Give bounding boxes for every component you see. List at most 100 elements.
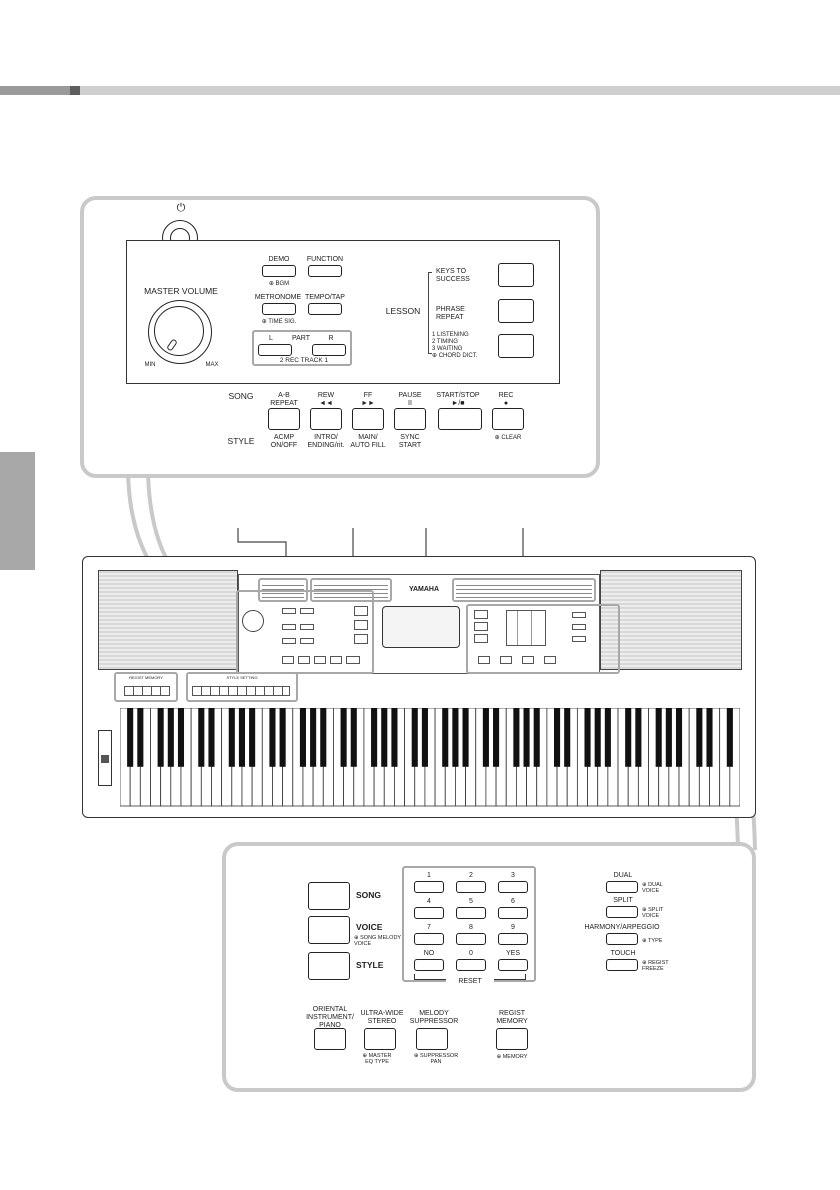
mini-button xyxy=(572,624,586,630)
number-button[interactable] xyxy=(414,907,444,919)
mini-transport-button xyxy=(282,656,294,664)
harmony-label: HARMONY/ARPEGGIO xyxy=(584,924,660,931)
number-button[interactable] xyxy=(498,881,528,893)
black-key xyxy=(564,708,571,767)
ultra-button[interactable] xyxy=(364,1028,396,1050)
harmony-button[interactable] xyxy=(606,933,638,945)
number-button[interactable] xyxy=(456,959,486,971)
number-button[interactable] xyxy=(414,881,444,893)
rew-button[interactable] xyxy=(310,408,342,430)
tempo-tap-button[interactable] xyxy=(308,303,342,315)
black-key xyxy=(310,708,317,767)
style-setting-highlight xyxy=(186,672,298,702)
number-label: 9 xyxy=(511,924,515,931)
part-l-button[interactable] xyxy=(258,344,292,356)
voice-mode-label: VOICE xyxy=(356,922,383,932)
start-stop-button[interactable] xyxy=(438,408,482,430)
part-label: PART xyxy=(291,335,311,342)
number-label: 5 xyxy=(469,898,473,905)
function-label: FUNCTION xyxy=(306,256,344,263)
power-label: ⏻ xyxy=(176,202,186,214)
black-key xyxy=(696,708,703,767)
number-button[interactable] xyxy=(498,933,528,945)
number-button[interactable] xyxy=(414,933,444,945)
regist-memory-button[interactable] xyxy=(496,1028,528,1050)
black-key xyxy=(350,708,357,767)
demo-sub-label: ⊕ BGM xyxy=(268,281,290,287)
reset-label: RESET xyxy=(446,978,494,986)
lcd-display xyxy=(382,606,460,648)
regist-sub-label: ⊕ MEMORY xyxy=(496,1054,528,1060)
song-mode-button[interactable] xyxy=(308,882,350,910)
black-key xyxy=(493,708,500,767)
pitch-bend-wheel xyxy=(98,730,112,786)
mini-button xyxy=(300,638,314,644)
metronome-button[interactable] xyxy=(262,303,296,315)
split-button[interactable] xyxy=(606,906,638,918)
phrase-repeat-button[interactable] xyxy=(498,299,534,323)
number-button[interactable] xyxy=(456,881,486,893)
part-r-button[interactable] xyxy=(312,344,346,356)
function-button[interactable] xyxy=(308,265,342,277)
mini-button xyxy=(300,624,314,630)
black-key xyxy=(513,708,520,767)
dual-button[interactable] xyxy=(606,881,638,893)
left-panel-highlight xyxy=(236,590,374,674)
style-mode-button[interactable] xyxy=(308,952,350,980)
oriental-button[interactable] xyxy=(314,1028,346,1050)
pause-button[interactable] xyxy=(394,408,426,430)
black-key xyxy=(157,708,164,767)
number-label: 6 xyxy=(511,898,515,905)
rew-label: REW ◄◄ xyxy=(317,392,335,407)
mini-button xyxy=(572,612,586,618)
ab-repeat-button[interactable] xyxy=(268,408,300,430)
black-key xyxy=(675,708,683,767)
voice-list-highlight xyxy=(452,578,596,602)
number-label: 3 xyxy=(511,872,515,879)
lesson-listening-button[interactable] xyxy=(498,334,534,358)
mini-style-setting-buttons xyxy=(192,686,290,696)
black-key xyxy=(421,708,428,767)
rec-label: REC ● xyxy=(498,392,514,407)
rec-button[interactable] xyxy=(492,408,524,430)
master-volume-knob[interactable] xyxy=(148,300,212,364)
black-key xyxy=(320,708,327,767)
dual-sub-label: ⊕ DUAL VOICE xyxy=(642,882,663,894)
split-sub-label: ⊕ SPLIT VOICE xyxy=(642,907,664,919)
melody-label: MELODY SUPPRESSOR xyxy=(409,1010,459,1025)
mini-lesson-button xyxy=(354,620,368,630)
harmony-sub-label: ⊕ TYPE xyxy=(642,938,663,944)
demo-button[interactable] xyxy=(262,265,296,277)
lesson-bracket xyxy=(428,272,432,354)
black-key xyxy=(706,708,713,767)
mini-mode-button xyxy=(474,634,488,643)
black-key xyxy=(127,708,134,767)
mini-transport-button xyxy=(314,656,326,664)
black-key xyxy=(269,708,276,767)
black-key xyxy=(726,708,733,767)
melody-button[interactable] xyxy=(416,1028,448,1050)
melody-sub-label: ⊕ SUPPRESSOR PAN xyxy=(413,1053,459,1065)
black-key xyxy=(208,708,215,767)
number-button[interactable] xyxy=(456,933,486,945)
number-label: 8 xyxy=(469,924,473,931)
number-button[interactable] xyxy=(456,907,486,919)
dual-label: DUAL xyxy=(613,872,633,879)
black-key xyxy=(533,708,540,767)
header-rule-marker xyxy=(70,86,80,95)
mini-regist-buttons xyxy=(124,686,170,696)
song-row-label: SONG xyxy=(228,391,254,401)
touch-button[interactable] xyxy=(606,959,638,971)
number-button[interactable] xyxy=(498,907,528,919)
keys-to-success-button[interactable] xyxy=(498,263,534,287)
number-button[interactable] xyxy=(414,959,444,971)
number-label: 2 xyxy=(469,872,473,879)
black-key xyxy=(391,708,398,767)
voice-mode-button[interactable] xyxy=(308,916,350,944)
style-row-label: STYLE xyxy=(227,436,255,446)
piano-keys xyxy=(120,708,740,807)
metronome-sub-label: ⊕ TIME SIG. xyxy=(261,319,297,325)
sync-label: SYNC START xyxy=(398,434,422,449)
ff-button[interactable] xyxy=(352,408,384,430)
number-button[interactable] xyxy=(498,959,528,971)
